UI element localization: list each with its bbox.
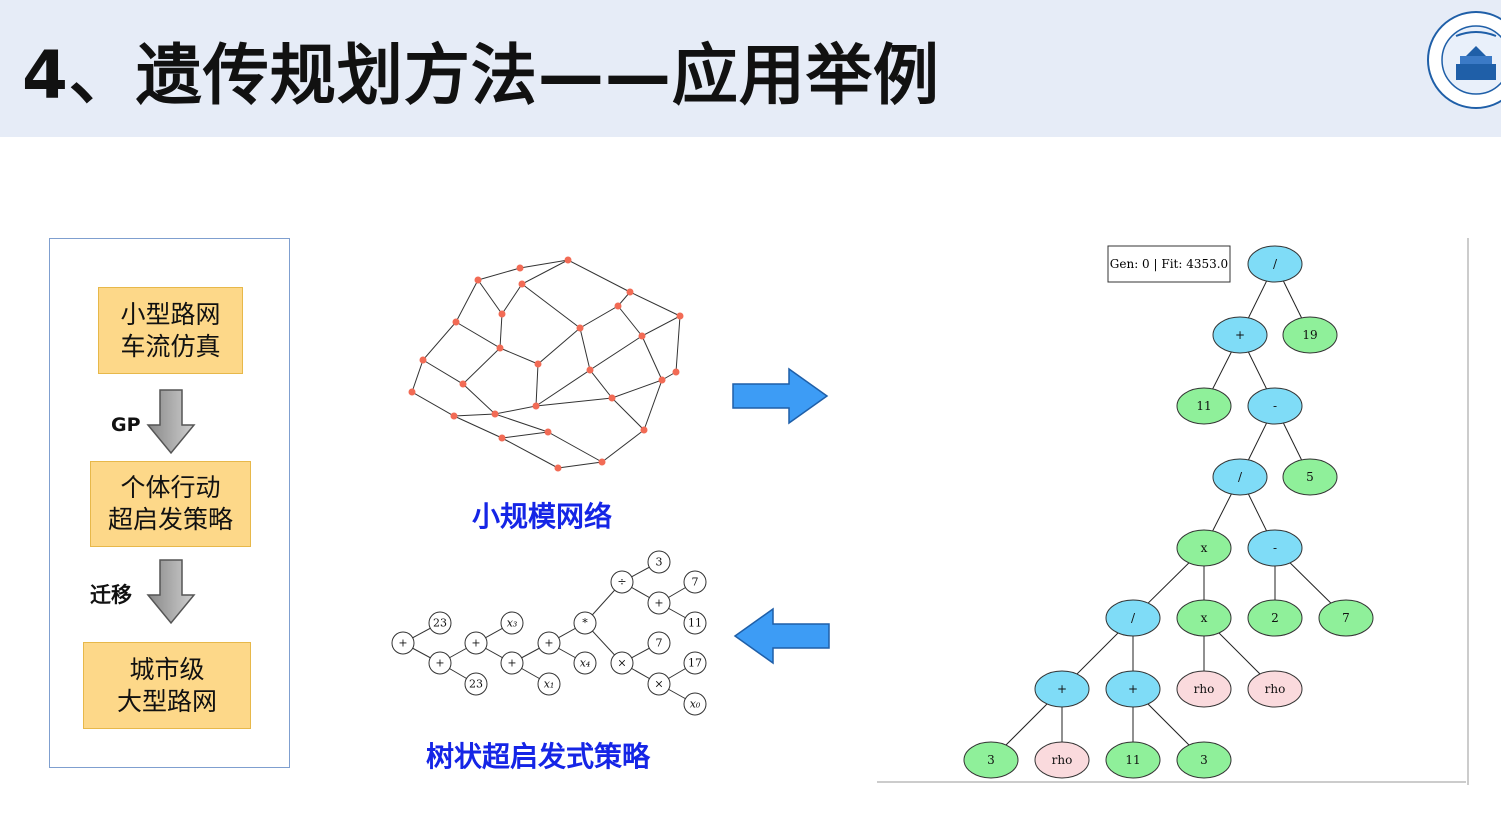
expr-node-label: ÷	[617, 576, 626, 589]
small-network-graph	[408, 256, 684, 472]
gp-node-label: 11	[1125, 753, 1140, 767]
city-network-box: 城市级 大型路网	[83, 642, 251, 729]
expr-node-label: +	[544, 637, 553, 650]
box-line: 小型路网	[120, 299, 221, 329]
gp-node-label: /	[1238, 470, 1243, 484]
slide-title: 4、遗传规划方法——应用举例	[22, 37, 940, 114]
gp-node-label: 19	[1302, 328, 1317, 342]
expr-node-label: x₁	[544, 678, 555, 691]
expr-node-label: x₄	[580, 657, 591, 670]
expr-node-label: +	[471, 637, 480, 650]
gp-node-label: +	[1057, 682, 1067, 696]
gp-node-label: 2	[1271, 611, 1279, 625]
gp-node-label: -	[1273, 541, 1277, 555]
expr-node-label: ×	[654, 678, 663, 691]
gp-node-label: +	[1235, 328, 1245, 342]
box-line: 车流仿真	[120, 331, 221, 361]
expr-node-label: +	[398, 637, 407, 650]
down-arrow-icon	[146, 389, 196, 455]
generation-fitness-label: Gen: 0 | Fit: 4353.0	[1110, 257, 1228, 271]
gp-node-label: 11	[1196, 399, 1211, 413]
gp-node-label: /	[1273, 257, 1278, 271]
gp-node-label: rho	[1052, 753, 1073, 767]
small-network-sim-box: 小型路网 车流仿真	[98, 287, 243, 374]
expr-node-label: +	[654, 597, 663, 610]
gp-node-label: 7	[1342, 611, 1350, 625]
gp-node-label: +	[1128, 682, 1138, 696]
gp-node-label: 3	[1200, 753, 1208, 767]
gp-node-label: x	[1201, 541, 1208, 555]
network-caption: 小规模网络	[472, 500, 613, 533]
gp-node-label: -	[1273, 399, 1277, 413]
expr-node-label: 11	[688, 617, 702, 630]
tree-policy-caption: 树状超启发式策略	[426, 740, 651, 773]
expr-node-label: 7	[692, 576, 699, 589]
gp-node-label: 5	[1306, 470, 1314, 484]
individual-heuristic-box: 个体行动 超启发策略	[90, 461, 251, 547]
expression-tree: + 23 + 23 + x₃ + x₁ + x₄ * ÷ 3 + 7 11 × …	[391, 550, 707, 716]
box-line: 城市级	[129, 654, 205, 684]
box-line: 超启发策略	[107, 505, 233, 534]
gp-node-label: x	[1201, 611, 1208, 625]
expr-node-label: 7	[656, 637, 663, 650]
expr-node-label: +	[507, 657, 516, 670]
gp-node-label: rho	[1194, 682, 1215, 696]
gp-node-label: /	[1131, 611, 1136, 625]
expr-node-label: 3	[656, 556, 663, 569]
transfer-label: 迁移	[90, 583, 132, 607]
gp-tree-plot: Gen: 0 | Fit: 4353.0 /	[877, 238, 1469, 785]
expr-node-label: 17	[688, 657, 702, 670]
expr-node-label: x₃	[507, 617, 518, 630]
left-arrow-icon	[733, 607, 830, 665]
university-seal-icon	[1427, 11, 1501, 109]
down-arrow-icon	[146, 559, 196, 625]
expr-node-label: 23	[433, 617, 447, 630]
box-line: 大型路网	[116, 686, 217, 716]
workflow-panel: 小型路网 车流仿真 GP 个体行动 超启发策略 迁移 城市级 大型路网	[49, 238, 290, 768]
expr-node-label: ×	[617, 657, 626, 670]
expr-node-label: 23	[469, 678, 483, 691]
gp-node-label: 3	[987, 753, 995, 767]
expr-node-label: x₀	[690, 698, 701, 711]
box-line: 个体行动	[120, 473, 221, 502]
right-arrow-icon	[732, 367, 829, 425]
slide-header: 4、遗传规划方法——应用举例	[0, 0, 1501, 137]
gp-node-label: rho	[1265, 682, 1286, 696]
expr-node-label: +	[435, 657, 444, 670]
gp-label: GP	[111, 414, 141, 436]
expr-node-label: *	[582, 617, 588, 630]
